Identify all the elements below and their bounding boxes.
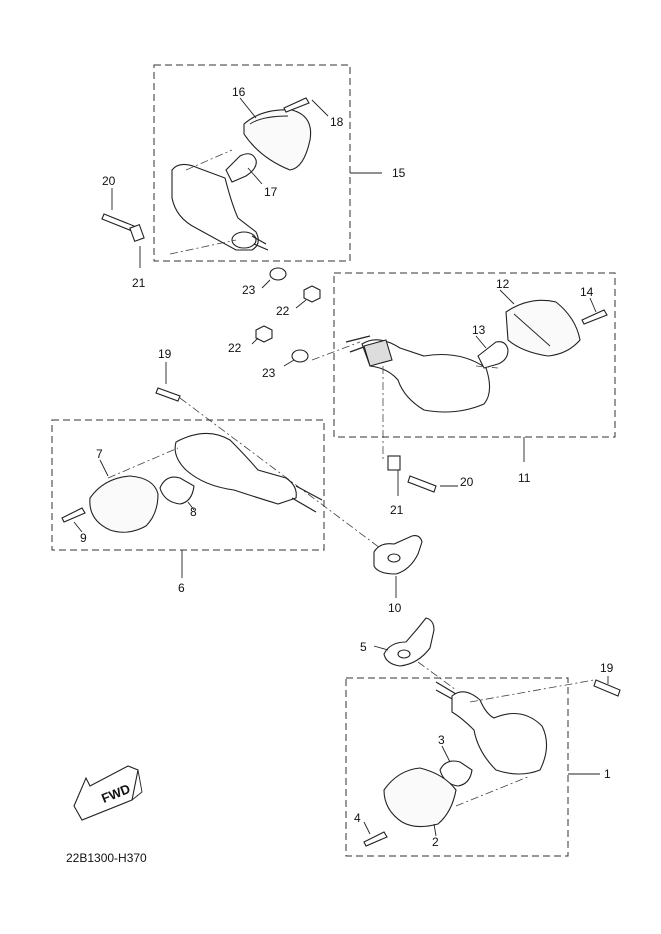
housing-11-mount <box>363 339 393 367</box>
leader-5 <box>373 645 389 651</box>
callout-7: 7 <box>96 447 103 461</box>
washer-21-mid <box>387 455 401 471</box>
lens-2 <box>383 767 457 828</box>
callout-18: 18 <box>330 115 344 129</box>
bracket-10-hole <box>387 553 401 563</box>
callout-14: 14 <box>580 285 594 299</box>
screw-18 <box>283 97 310 113</box>
callout-19-right: 19 <box>600 661 614 675</box>
bulb-8 <box>159 476 195 505</box>
callout-11: 11 <box>518 471 531 485</box>
lens-12 <box>505 299 581 357</box>
callout-4: 4 <box>354 811 361 825</box>
bracket-5-hole <box>397 649 411 659</box>
bulb-17 <box>225 153 257 183</box>
leader-20-21-top <box>111 188 141 268</box>
housing-1-wires <box>435 681 457 701</box>
leader-22-23-top <box>261 279 307 309</box>
align-1 <box>417 661 595 807</box>
callout-3: 3 <box>438 733 445 747</box>
callout-2: 2 <box>432 835 439 849</box>
callout-5: 5 <box>360 640 367 654</box>
leader-12-13-14 <box>475 289 597 349</box>
signal-housing-1 <box>451 691 548 775</box>
lens-7 <box>89 475 159 533</box>
align-19-left <box>179 397 381 549</box>
housing-15-mount <box>231 231 257 249</box>
bolt-19-right <box>593 679 621 697</box>
lens-16-rim <box>249 115 289 125</box>
signal-housing-6 <box>174 432 297 505</box>
callout-10: 10 <box>388 601 402 615</box>
align-15 <box>169 149 237 255</box>
washer-23-mid <box>291 349 309 363</box>
bolt-20-top <box>101 213 135 232</box>
align-11 <box>311 341 499 460</box>
assembly-6-boundary <box>51 419 325 551</box>
callout-20-top: 20 <box>102 174 116 188</box>
bracket-5 <box>383 617 435 667</box>
callout-23-mid: 23 <box>262 366 276 380</box>
screw-4 <box>363 831 388 847</box>
callout-15: 15 <box>392 166 406 180</box>
leader-16 <box>239 97 257 119</box>
callout-13: 13 <box>472 323 486 337</box>
assembly-1-boundary <box>345 677 569 857</box>
callout-17: 17 <box>264 185 278 199</box>
callout-9: 9 <box>80 531 87 545</box>
screw-9 <box>61 507 86 523</box>
assembly-15-boundary <box>153 64 351 262</box>
callout-21-mid: 21 <box>390 503 404 517</box>
callout-21-top: 21 <box>132 276 146 290</box>
assembly-15-group <box>153 64 382 262</box>
washer-21-top <box>129 224 145 242</box>
bolt-19-left <box>155 387 181 402</box>
assembly-1-group <box>345 661 600 857</box>
leader-1-2-3-4 <box>363 745 600 837</box>
callout-22-mid: 22 <box>228 341 242 355</box>
leader-20-21-mid <box>397 470 458 496</box>
lens-16 <box>243 109 312 171</box>
bolt-20-mid <box>407 475 437 493</box>
nut-22-mid <box>255 325 273 343</box>
screw-14 <box>581 309 608 325</box>
leader-6-7-8-9 <box>73 459 195 578</box>
callout-16: 16 <box>232 85 246 99</box>
callout-19-left: 19 <box>158 347 172 361</box>
callout-1: 1 <box>604 767 611 781</box>
bulb-13 <box>477 341 509 369</box>
assembly-6-group <box>51 419 325 578</box>
signal-housing-11 <box>361 339 491 413</box>
callout-12: 12 <box>496 277 510 291</box>
callout-6: 6 <box>178 581 185 595</box>
lens-12-edge <box>513 313 551 347</box>
callout-22-top: 22 <box>276 304 290 318</box>
leader-22-23-mid <box>251 337 295 367</box>
nut-22-top <box>303 285 321 303</box>
housing-6-wires <box>291 485 323 513</box>
diagram-code: 22B1300-H370 <box>66 851 147 865</box>
align-6 <box>107 447 179 479</box>
leader-17 <box>247 167 263 185</box>
callout-8: 8 <box>190 505 197 519</box>
callout-23-top: 23 <box>242 283 256 297</box>
signal-housing-15 <box>171 163 259 251</box>
assembly-11-group <box>311 272 616 462</box>
callout-20-mid: 20 <box>460 475 474 489</box>
leader-18 <box>311 99 329 117</box>
washer-23-top <box>269 267 287 281</box>
assembly-11-boundary <box>333 272 616 438</box>
forward-arrow-icon: FWD <box>73 765 143 821</box>
housing-15-wires <box>251 235 269 251</box>
